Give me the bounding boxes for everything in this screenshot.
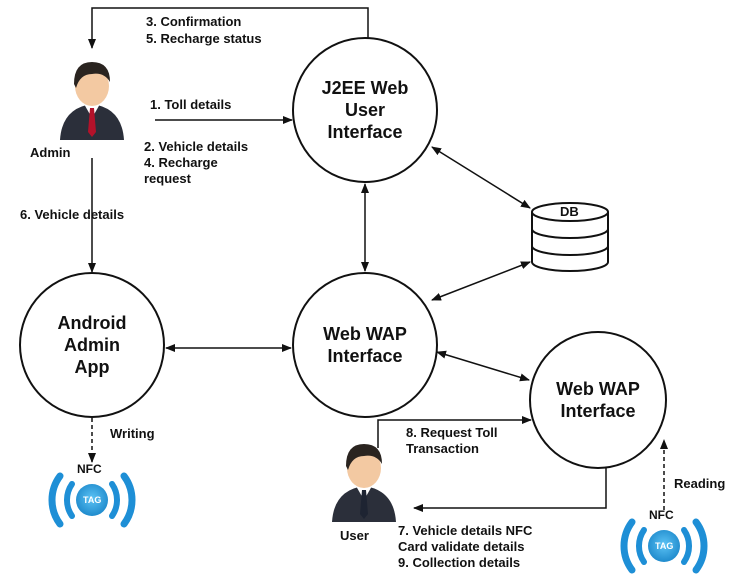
nfc-left-label: NFC xyxy=(77,462,102,476)
admin-person-icon xyxy=(60,62,124,140)
wap-right-line-2: Interface xyxy=(560,401,636,421)
request-toll-label-2: Transaction xyxy=(406,441,479,456)
db-label: DB xyxy=(560,204,579,219)
wap-center-line-1: Web WAP xyxy=(323,324,407,344)
j2ee-line-1: J2EE Web xyxy=(321,78,409,98)
android-line-2: Admin xyxy=(64,335,120,355)
nfc-tag-right-icon xyxy=(620,518,708,574)
j2ee-line-2: User xyxy=(344,100,386,120)
request-toll-arrow xyxy=(377,416,532,448)
android-admin-app-node xyxy=(19,272,165,418)
wap-center-line-2: Interface xyxy=(327,346,403,366)
nfc-tag-left-icon xyxy=(48,472,136,528)
db-cylinder-icon xyxy=(531,202,609,272)
confirmation-label: 3. Confirmation xyxy=(146,14,242,29)
admin-caption: Admin xyxy=(30,145,71,160)
wap-center-node-label: Web WAP Interface xyxy=(295,323,435,367)
validate-label-1: 7. Vehicle details NFC xyxy=(398,523,533,538)
web-wap-center-node xyxy=(292,272,438,418)
validate-arrow xyxy=(413,468,607,512)
wap-wap-arrow xyxy=(436,350,530,382)
request-toll-label-1: 8. Request Toll xyxy=(406,425,498,440)
j2ee-line-3: Interface xyxy=(327,122,403,142)
j2ee-node-label: J2EE Web User Interface xyxy=(295,77,435,143)
reading-label: Reading xyxy=(674,476,726,491)
nfc-right-label: NFC xyxy=(649,508,674,522)
android-line-3: App xyxy=(74,357,110,377)
tag-left-label: TAG xyxy=(83,495,102,505)
validate-label-2: Card validate details xyxy=(398,539,525,554)
recharge-request-label-2: request xyxy=(144,171,191,186)
tag-right-label: TAG xyxy=(655,541,674,551)
android-node-label: Android Admin App xyxy=(22,312,162,378)
j2ee-db-arrow xyxy=(431,146,531,209)
collection-label: 9. Collection details xyxy=(398,555,521,570)
wap-right-node-label: Web WAP Interface xyxy=(528,378,668,422)
user-caption: User xyxy=(340,528,369,543)
confirmation-arrow xyxy=(88,7,369,49)
web-wap-right-node xyxy=(529,331,667,469)
android-line-1: Android xyxy=(57,313,127,333)
wap-right-line-1: Web WAP xyxy=(556,379,640,399)
recharge-request-label-1: 4. Recharge xyxy=(144,155,218,170)
vehicle-details-label: 2. Vehicle details xyxy=(144,139,249,154)
recharge-status-label: 5. Recharge status xyxy=(146,31,262,46)
wap-db-arrow xyxy=(431,261,531,301)
vehicle-details-6-label: 6. Vehicle details xyxy=(20,207,125,222)
user-person-icon xyxy=(332,444,396,522)
j2ee-web-ui-node xyxy=(292,37,438,183)
writing-label: Writing xyxy=(110,426,155,441)
toll-details-label: 1. Toll details xyxy=(150,97,232,112)
